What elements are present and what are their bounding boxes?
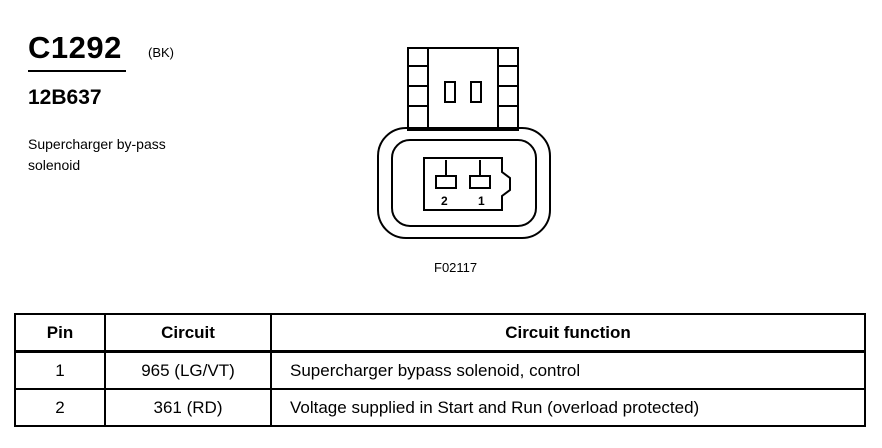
circuit-cell: 965 (LG/VT) — [104, 350, 272, 390]
pinout-table: Pin Circuit Circuit function 1 965 (LG/V… — [14, 313, 866, 427]
connector-inner-shell — [391, 139, 537, 227]
title-divider — [28, 70, 126, 72]
column-header-pin: Pin — [14, 313, 106, 353]
pin-cell: 2 — [14, 388, 106, 427]
function-cell: Supercharger bypass solenoid, control — [270, 350, 866, 390]
color-code: (BK) — [148, 45, 174, 60]
connector-outer-shell — [377, 127, 551, 239]
circuit-cell: 361 (RD) — [104, 388, 272, 427]
terminal-1 — [469, 175, 491, 189]
pin-cavity — [423, 157, 511, 211]
function-cell: Voltage supplied in Start and Run (overl… — [270, 388, 866, 427]
part-number: 12B637 — [28, 86, 102, 109]
connector-description: Supercharger by-pass solenoid — [28, 136, 166, 173]
terminal-2 — [435, 175, 457, 189]
pin-label-1: 1 — [478, 194, 485, 208]
column-header-circuit: Circuit — [104, 313, 272, 353]
table-row: 2 361 (RD) Voltage supplied in Start and… — [14, 388, 866, 427]
table-row: 1 965 (LG/VT) Supercharger bypass soleno… — [14, 350, 866, 390]
connector-id: C1292 — [28, 30, 122, 65]
connector-face-diagram: 2 1 — [377, 47, 551, 239]
table-header-row: Pin Circuit Circuit function — [14, 313, 866, 353]
figure-id: F02117 — [434, 260, 478, 275]
pin-label-2: 2 — [441, 194, 448, 208]
connector-latch — [407, 47, 519, 131]
column-header-circuit-function: Circuit function — [270, 313, 866, 353]
pin-cell: 1 — [14, 350, 106, 390]
